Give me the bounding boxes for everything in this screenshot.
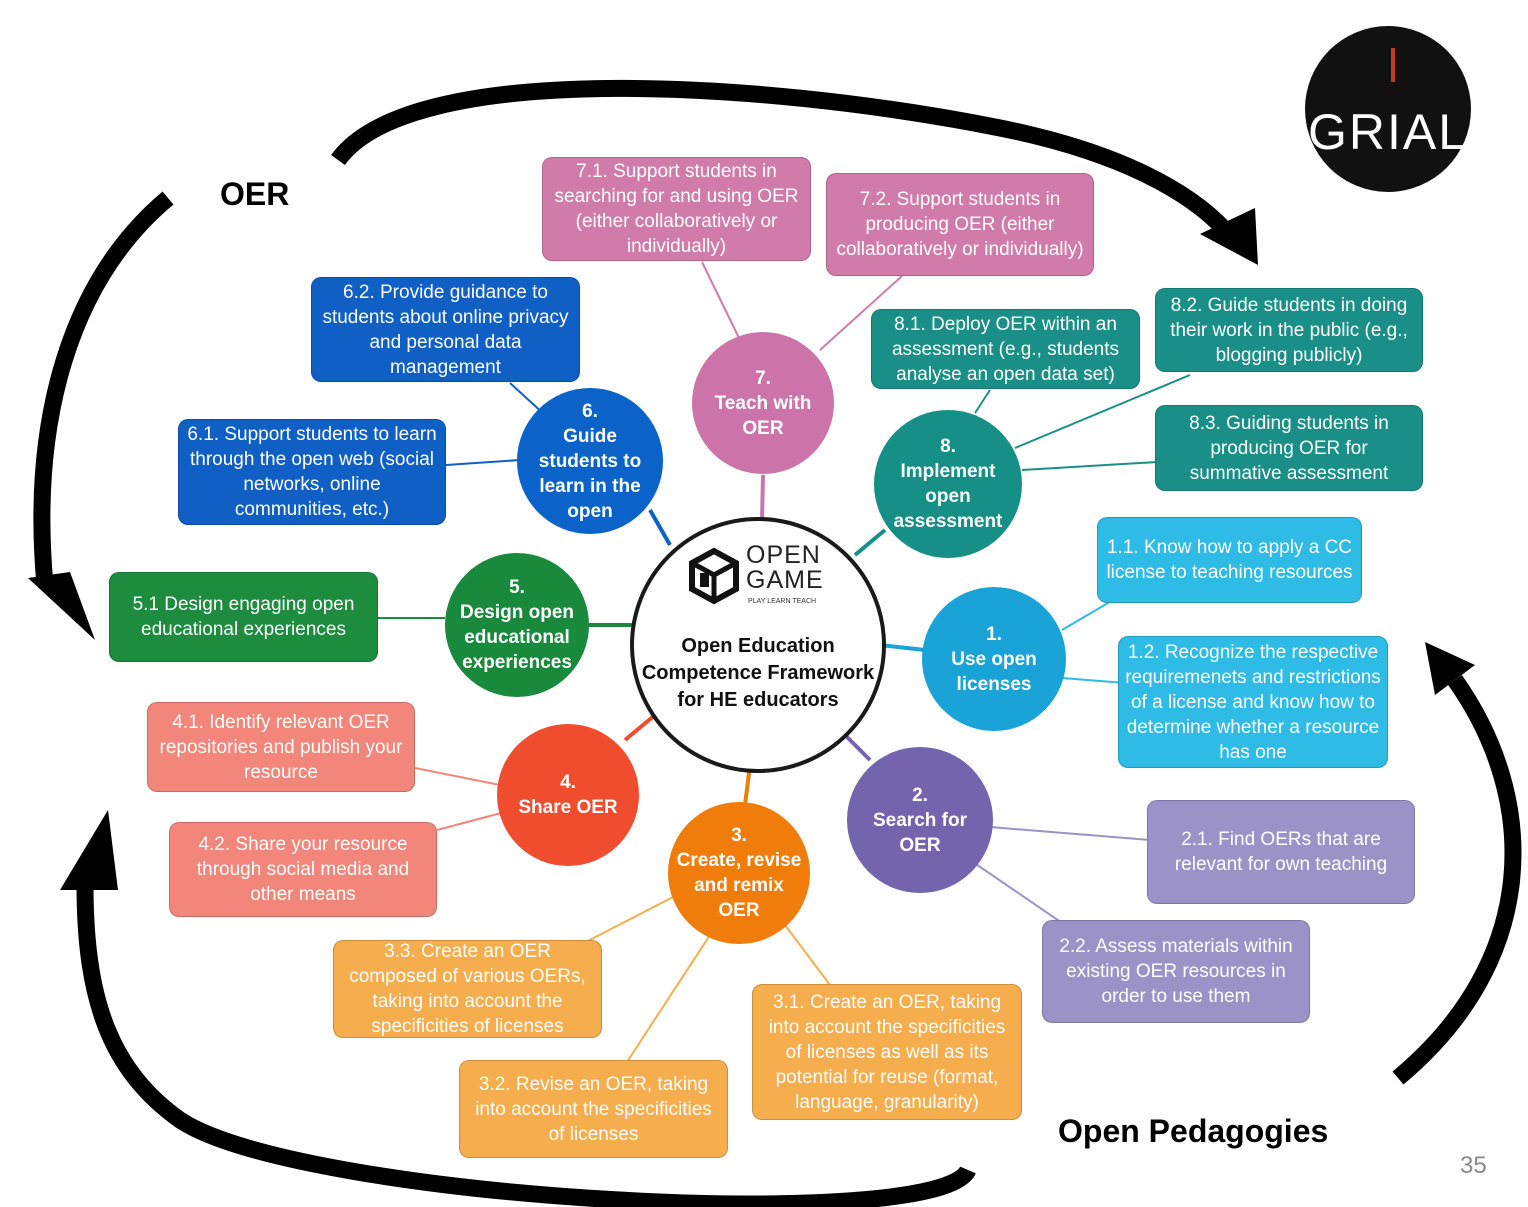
oer-left-arrow-body [33, 191, 174, 586]
oer-top-arrow-body [331, 79, 1232, 236]
connector-3-3 [579, 894, 678, 946]
area-circle-6: 6. Guide students to learn in the open [517, 388, 663, 534]
competence-box-5-1: 5.1 Design engaging open educational exp… [109, 572, 378, 662]
open-game-cube-icon [689, 547, 739, 605]
competence-box-8-3: 8.3. Guiding students in producing OER f… [1155, 405, 1423, 491]
competence-box-4-2: 4.2. Share your resource through social … [169, 822, 437, 917]
connector-8-2 [1014, 374, 1191, 449]
grial-logo-red-bar [1391, 48, 1395, 82]
connector-center-7 [760, 474, 765, 521]
pedagogies-bottom-arrow-body [76, 884, 976, 1207]
connector-6-1 [445, 459, 521, 466]
competence-box-8-1: 8.1. Deploy OER within an assessment (e.… [871, 309, 1140, 389]
connector-4-2 [436, 811, 506, 831]
competence-box-6-1: 6.1. Support students to learn through t… [178, 419, 446, 525]
connector-center-2 [843, 733, 872, 762]
area-circle-7: 7. Teach with OER [692, 332, 834, 474]
area-circle-4: 4. Share OER [497, 724, 639, 866]
connector-2-2 [969, 859, 1066, 926]
area-circle-3: 3. Create, revise and remix OER [668, 802, 810, 944]
connector-2-1 [989, 826, 1151, 841]
pedagogies-right-arrow-head [1425, 642, 1475, 695]
grial-logo-text: GRIAL [1307, 104, 1469, 160]
connector-7-2 [819, 275, 903, 351]
grial-logo: GRIAL [1305, 26, 1471, 192]
open-game-word: OPEN GAME [746, 541, 824, 594]
connector-3-2 [624, 934, 711, 1066]
connector-center-1 [879, 643, 926, 652]
connector-center-8 [853, 528, 887, 557]
connector-3-1 [784, 924, 831, 986]
connector-center-4 [623, 713, 657, 742]
connector-7-1 [701, 261, 741, 341]
oer-left-arrow-head [28, 572, 95, 640]
area-circle-8: 8. Implement open assessment [874, 410, 1022, 558]
competence-box-1-1: 1.1. Know how to apply a CC license to t… [1097, 517, 1362, 603]
competence-box-7-2: 7.2. Support students in producing OER (… [826, 173, 1094, 276]
connector-8-1 [974, 389, 991, 414]
pedagogies-right-arrow-body [1392, 675, 1522, 1085]
pedagogies-bottom-arrow-head [60, 810, 118, 890]
area-circle-1: 1. Use open licenses [922, 587, 1066, 731]
connector-4-1 [414, 767, 501, 786]
connector-center-6 [648, 509, 672, 546]
competence-box-7-1: 7.1. Support students in searching for a… [542, 157, 811, 261]
competence-box-2-1: 2.1. Find OERs that are relevant for own… [1147, 800, 1415, 904]
page-number: 35 [1460, 1152, 1487, 1179]
competence-box-3-2: 3.2. Revise an OER, taking into account … [459, 1060, 728, 1158]
competence-box-8-2: 8.2. Guide students in doing their work … [1155, 288, 1423, 372]
oer-label: OER [220, 176, 290, 212]
open-game-logo: OPEN GAME PLAY LEARN TEACH [684, 541, 844, 611]
connector-8-3 [1021, 461, 1158, 471]
competence-box-3-1: 3.1. Create an OER, taking into account … [752, 984, 1022, 1120]
open-pedagogies-label: Open Pedagogies [1058, 1113, 1329, 1149]
center-title: Open Education Competence Framework for … [641, 635, 875, 711]
competence-box-1-2: 1.2. Recognize the respective requiremen… [1118, 636, 1388, 768]
competence-box-4-1: 4.1. Identify relevant OER repositories … [147, 702, 415, 792]
connector-1-2 [1061, 677, 1126, 684]
oer-top-arrow-head [1200, 208, 1258, 265]
competence-box-2-2: 2.2. Assess materials within existing OE… [1042, 920, 1310, 1023]
competence-box-6-2: 6.2. Provide guidance to students about … [311, 277, 580, 382]
competence-box-3-3: 3.3. Create an OER composed of various O… [333, 940, 602, 1038]
area-circle-5: 5. Design open educational experiences [445, 553, 589, 697]
area-circle-2: 2. Search for OER [847, 747, 993, 893]
center-circle: OPEN GAME PLAY LEARN TEACH Open Educatio… [630, 517, 886, 773]
open-game-tagline: PLAY LEARN TEACH [748, 598, 817, 605]
